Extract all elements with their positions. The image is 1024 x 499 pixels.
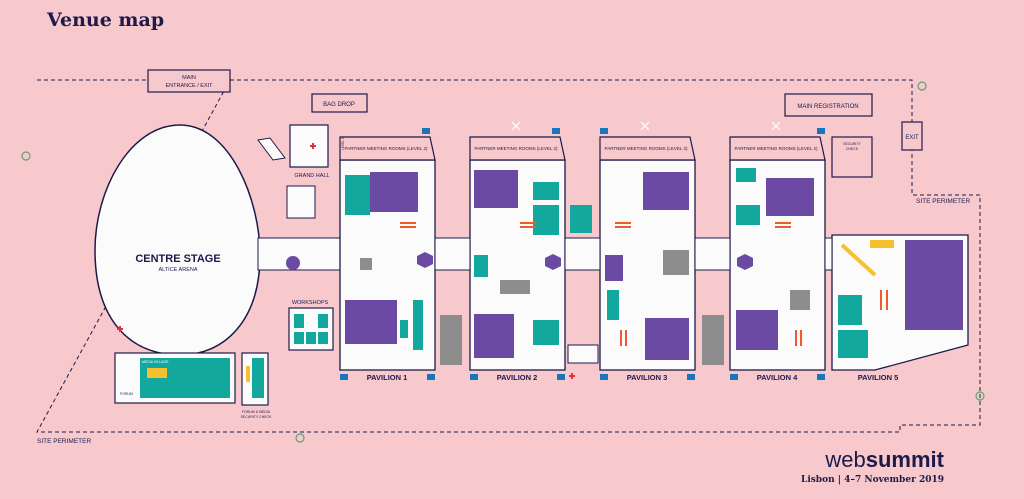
pavilion-2-label: PAVILION 2 xyxy=(497,373,538,382)
venture-stage xyxy=(838,330,868,358)
pavilion-4-label: PAVILION 4 xyxy=(757,373,798,382)
brand-block: websummit Lisbon | 4–7 November 2019 xyxy=(801,447,944,485)
bag-drop-label: BAG DROP xyxy=(323,102,355,108)
websummit-logo: websummit xyxy=(825,447,944,472)
pandaconf-stage xyxy=(905,240,963,330)
pavilion-1-level2 xyxy=(339,136,436,161)
corridor-south-2-3 xyxy=(567,344,599,364)
centre-stage-label: CENTRE STAGE xyxy=(135,253,220,265)
main-registration-box xyxy=(784,93,873,117)
grand-hall-annex xyxy=(286,185,316,219)
startup-university-stage xyxy=(736,310,778,350)
pavilion-3-level2 xyxy=(599,136,696,161)
forum-media-check-label-1: FORUM & MEDIA xyxy=(242,410,271,414)
event-subtitle: Lisbon | 4–7 November 2019 xyxy=(800,475,944,485)
bag-drop-box xyxy=(311,93,368,113)
site-perimeter-label-bottom: SITE PERIMETER xyxy=(37,438,91,445)
pavilion-2-level2 xyxy=(469,136,566,161)
page-title: Venue map xyxy=(47,9,165,31)
shuttle-icon xyxy=(21,81,985,443)
centre-stage-arena xyxy=(94,124,261,356)
sportstage xyxy=(370,172,418,212)
partner-meeting-rooms-3: PARTNER MEETING ROOMS (LEVEL 2) xyxy=(605,146,688,151)
pavilion-1-label: PAVILION 1 xyxy=(367,373,408,382)
saas-monster-stage xyxy=(643,172,689,210)
seating-markers xyxy=(400,222,888,346)
site-perimeter-label-right: SITE PERIMETER xyxy=(916,198,970,205)
partner-meeting-rooms-2: PARTNER MEETING ROOMS (LEVEL 2) xyxy=(475,146,558,151)
restaurant-icon xyxy=(311,121,781,269)
main-entrance-box xyxy=(147,69,231,93)
corporate-innovation-stage xyxy=(766,178,814,216)
workshops-label: WORKSHOPS xyxy=(292,300,329,306)
main-entrance-label-2: ENTRANCE / EXIT xyxy=(165,83,213,89)
corridor-4-5 xyxy=(824,237,833,271)
security-check-box xyxy=(831,136,873,178)
grand-hall-ramp xyxy=(257,137,286,161)
main-registration-label: MAIN REGISTRATION xyxy=(797,104,858,110)
security-check-label-2: CHECK xyxy=(846,147,859,151)
creative-stage xyxy=(345,300,397,344)
corridor-1-2 xyxy=(434,237,471,271)
pavilion-1-level-label: LEVEL 2 xyxy=(341,137,345,150)
altice-arena-label: ALTICE ARENA xyxy=(158,267,197,273)
corridor-3-4 xyxy=(694,237,731,271)
grand-hall xyxy=(289,124,329,168)
pavilion-3-label: PAVILION 3 xyxy=(627,373,668,382)
first-aid-icon xyxy=(117,143,575,379)
entry-markers xyxy=(340,128,825,380)
site-perimeter xyxy=(36,79,981,433)
exit-box xyxy=(901,121,923,151)
forum-label: FORUM xyxy=(120,392,133,396)
pavilion-5-label: PAVILION 5 xyxy=(858,373,899,382)
pavilion-4-level2 xyxy=(729,136,826,161)
future-societies-stage xyxy=(474,314,514,358)
planet-tech-stage xyxy=(474,170,518,208)
grand-hall-label: GRAND HALL xyxy=(294,173,329,179)
partner-meeting-rooms-4: PARTNER MEETING ROOMS (LEVEL 2) xyxy=(735,146,818,151)
corridor-2-3 xyxy=(564,237,601,271)
security-check-label-1: SECURITY xyxy=(843,142,861,146)
exit-label: EXIT xyxy=(905,135,919,141)
arena-corridor-badge xyxy=(286,256,300,270)
forum-media-check-label-2: SECURITY CHECK xyxy=(241,415,273,419)
main-entrance-label-1: MAIN xyxy=(182,75,196,81)
media-village-label: MEDIA VILLAGE xyxy=(142,360,169,364)
auto-tech-stage xyxy=(645,318,689,360)
partner-meeting-rooms-1: PARTNER MEETING ROOMS (LEVEL 2) xyxy=(345,146,428,151)
